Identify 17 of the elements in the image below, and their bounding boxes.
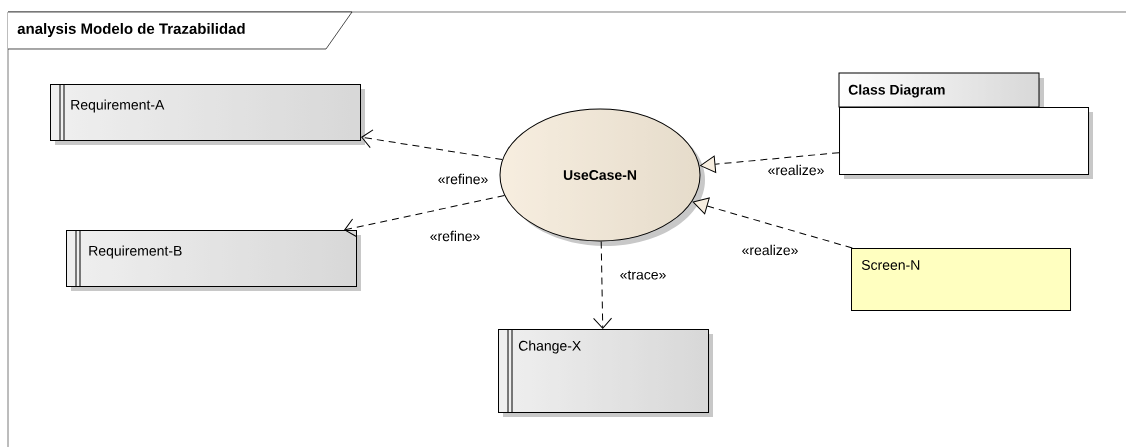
dependency-arrow <box>361 129 503 160</box>
title-tab: analysis Modelo de Trazabilidad <box>7 11 353 50</box>
edge-label: «realize» <box>740 243 800 257</box>
screen-box: Screen-N <box>851 248 1071 311</box>
edge-label: «refine» <box>436 172 490 186</box>
node-label: Class Diagram <box>848 84 945 98</box>
dependency-arrow <box>700 152 840 173</box>
dependency-arrow <box>692 197 853 249</box>
edge-label: «trace» <box>618 269 668 281</box>
requirement-box: Requirement-B <box>66 229 361 291</box>
dependency-arrow <box>344 195 505 238</box>
edge-label: «realize» <box>766 163 826 177</box>
edge-label: «refine» <box>428 229 482 243</box>
package-box: Class Diagram <box>838 72 1093 179</box>
requirement-box: Change-X <box>498 328 713 417</box>
requirement-box: Requirement-A <box>50 83 365 145</box>
dependency-arrow <box>593 241 613 329</box>
